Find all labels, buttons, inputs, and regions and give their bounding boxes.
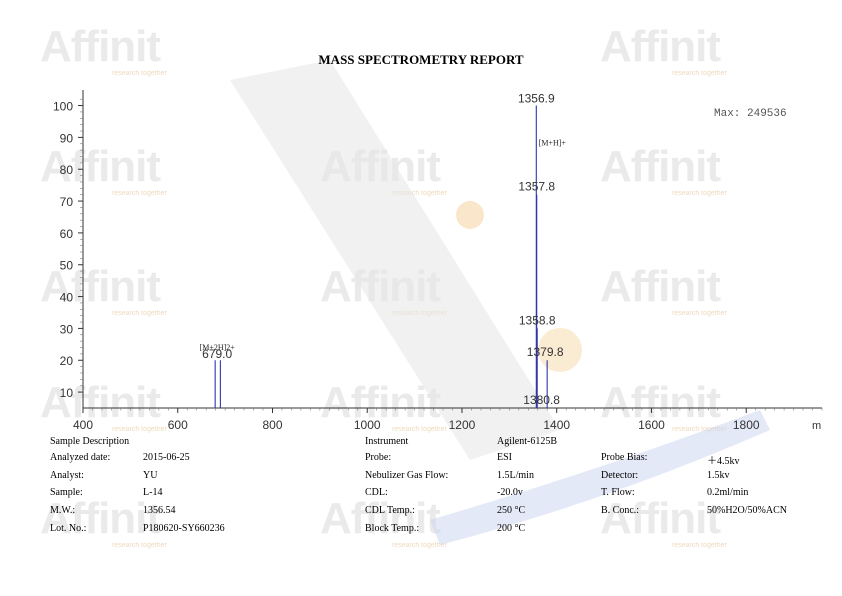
detector-value: 1.5kv <box>707 470 730 481</box>
x-axis-unit: m <box>812 420 821 432</box>
watermark-tagline: research together <box>112 542 167 549</box>
y-tick-label: 30 <box>60 322 74 336</box>
x-tick-label: 1000 <box>354 418 381 432</box>
block-temp-label: Block Temp.: <box>365 523 420 534</box>
peak-label: 679.0 <box>202 347 232 361</box>
watermark-logo: Affinit <box>320 494 441 543</box>
nebulizer-value: 1.5L/min <box>497 470 534 481</box>
watermark-tagline: research together <box>112 70 167 77</box>
probe-label: Probe: <box>365 452 392 463</box>
watermark-logo: Affinit <box>40 262 161 311</box>
nebulizer-label: Nebulizer Gas Flow: <box>365 470 449 481</box>
instrument-value: Agilent-6125B <box>497 436 557 447</box>
chart-peaks: 679.0[M+2H]2+ 1356.9 [M+H]+ 1357.8 1358.8 137… <box>200 92 567 408</box>
watermark-logo: Affinit <box>40 22 161 71</box>
y-tick-label: 60 <box>60 227 74 241</box>
watermark-logo: Affinit <box>600 262 721 311</box>
peak-annotation: [M+H]+ <box>539 139 567 148</box>
sample-description-label: Sample Description <box>50 436 130 447</box>
lot-label: Lot. No.: <box>50 523 87 534</box>
x-tick-label: 800 <box>262 418 282 432</box>
y-tick-label: 40 <box>60 291 74 305</box>
y-tick-label: 10 <box>60 386 74 400</box>
watermark-logo: Affinit <box>40 142 161 191</box>
x-tick-label: 400 <box>73 418 93 432</box>
cdl-temp-value: 250 °C <box>497 505 526 516</box>
detector-label: Detector: <box>601 470 639 481</box>
mass-spectrum-chart: 10 20 30 40 50 60 70 80 90 100 400 600 800 1000 1200 14… <box>53 90 823 432</box>
watermark-logo: Affinit <box>600 378 721 427</box>
x-tick-label: 600 <box>168 418 188 432</box>
max-intensity-label: Max: 249536 <box>714 108 787 120</box>
analyzed-date-value: 2015-06-25 <box>143 452 190 463</box>
sample-label: Sample: <box>50 487 83 498</box>
watermark-logo: Affinit <box>320 378 441 427</box>
mw-value: 1356.54 <box>143 505 176 516</box>
lot-value: P180620-SY660236 <box>143 523 225 534</box>
y-tick-label: 70 <box>60 195 74 209</box>
peak-label: 1358.8 <box>519 313 556 327</box>
y-tick-label: 50 <box>60 259 74 273</box>
watermark-logo: Affinit <box>600 494 721 543</box>
watermark-tagline: research together <box>112 190 167 197</box>
cdl-value: -20.0v <box>497 487 523 498</box>
analyst-value: YU <box>143 470 158 481</box>
probe-value: ESI <box>497 452 512 463</box>
peak-annotation: [M+2H]2+ <box>200 343 236 352</box>
sample-value: L-14 <box>143 487 163 498</box>
peak-label: 1357.8 <box>518 180 555 194</box>
peak-label: 1380.8 <box>523 393 560 407</box>
watermark-logo: Affinit <box>600 142 721 191</box>
y-tick-label: 20 <box>60 354 74 368</box>
block-temp-value: 200 °C <box>497 523 526 534</box>
tflow-label: T. Flow: <box>601 487 635 498</box>
cdl-temp-label: CDL Temp.: <box>365 505 415 516</box>
watermark-tagline: research together <box>392 542 447 549</box>
chart-axes <box>82 90 822 409</box>
x-tick-label: 1400 <box>543 418 570 432</box>
watermark-tagline: research together <box>112 426 167 433</box>
tflow-value: 0.2ml/min <box>707 487 749 498</box>
probe-bias-label: Probe Bias: <box>601 452 648 463</box>
watermark-tagline: research together <box>392 190 447 197</box>
watermark-tagline: research together <box>672 310 727 317</box>
peak-label: 1379.8 <box>527 345 564 359</box>
watermark-tagline: research together <box>392 426 447 433</box>
peak-label: 1356.9 <box>518 92 555 106</box>
instrument-label: Instrument <box>365 436 409 447</box>
watermark-tagline: research together <box>672 426 727 433</box>
y-tick-label: 90 <box>60 131 74 145</box>
watermark-logo: Affinit <box>40 378 161 427</box>
watermark-tagline: research together <box>672 542 727 549</box>
report-title: MASS SPECTROMETRY REPORT <box>318 52 524 67</box>
watermark-logo: Affinit <box>40 494 161 543</box>
watermark-logo: Affinit <box>600 22 721 71</box>
y-tick-label: 80 <box>60 163 74 177</box>
y-tick-label: 100 <box>53 100 73 114</box>
x-tick-label: 1600 <box>638 418 665 432</box>
probe-bias-value: ＋4.5kv <box>707 456 740 467</box>
watermark-tagline: research together <box>672 190 727 197</box>
bconc-value: 50%H2O/50%ACN <box>707 505 787 516</box>
watermark-tagline: research together <box>112 310 167 317</box>
chart-ticks: 10 20 30 40 50 60 70 80 90 100 400 600 800 1000 1200 14… <box>53 98 823 432</box>
watermark-tagline: research together <box>672 70 727 77</box>
x-tick-label: 1200 <box>449 418 476 432</box>
x-tick-label: 1800 <box>733 418 760 432</box>
mw-label: M.W.: <box>50 505 76 516</box>
bconc-label: B. Conc.: <box>601 505 640 516</box>
analyzed-date-label: Analyzed date: <box>50 452 111 463</box>
analyst-label: Analyst: <box>50 470 84 481</box>
cdl-label: CDL: <box>365 487 388 498</box>
